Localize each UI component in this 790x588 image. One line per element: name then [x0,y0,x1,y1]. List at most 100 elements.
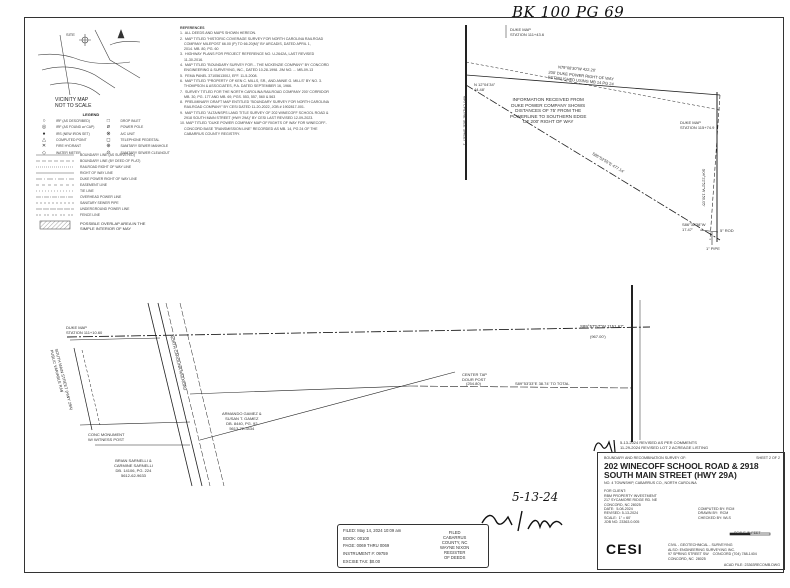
lower-distance-label: (254.80) [466,381,481,386]
reference-line: 4. MAP TITLED "BOUNDARY SURVEY FOR... TH… [180,63,329,68]
matchline-label: MATCHLINE SEE SHEET 1 [462,95,468,146]
signature-date: 5-13-24 [512,490,559,504]
scale-label: SCALE IN FEET [734,531,761,535]
reference-line: ENGINEERING & SURVEYING, INC., DATED 10-… [180,68,314,73]
references-title: REFERENCES [180,26,205,30]
stamp-excise: EXCISE TAX: $0.00 [343,559,381,564]
legend-line-samples [36,154,74,230]
reference-line: 11-30-2016. [180,57,204,62]
signature-mark [481,510,563,532]
vicinity-map-label: VICINITY MAP NOT TO SCALE [55,97,92,109]
legend: LEGEND ○IRF (AS DESCRIBED)◎IRF (AS FOUND… [36,112,170,156]
acad-file: ACAD FILE: 23363RECOMB.DWG [723,562,780,567]
legend-item-label: IRF (AS DESCRIBED) [56,119,90,124]
legend-item-label: COMPUTED POINT [56,138,87,143]
legend-line-label: SANITARY SEWER PIPE [80,201,119,205]
reference-line: RAILROAD COMPANY" BY CESI DATED 11-20-20… [180,105,305,110]
survey-location: NO. 4 TOWNSHIP, CABARRUS CO., NORTH CARO… [604,481,697,485]
legend-item: △ COMPUTED POINT [36,137,94,143]
legend-symbol-icon: □ [106,118,110,125]
right-bearing-label: S04°22'52"W 150.05' [701,168,707,207]
north-arrow-icon [117,29,125,39]
legend-line-label: DUKE POWER RIGHT OF WAY LINE [80,177,137,181]
stamp-book: BOOK: 00100 [343,536,370,541]
owner-label-sarnelli: BRIAN SARNELLI & CARMINE SARNELLI DB. 14… [114,458,153,478]
legend-symbol-icon: ● [42,130,46,137]
legend-item-label: SANITARY SEWER MANHOLE [120,144,169,149]
legend-symbol-icon: ◻ [106,137,111,144]
survey-subtitle: BOUNDARY AND RECOMBINATION SURVEY OF: [604,456,687,460]
legend-symbol-icon: ⊗ [106,130,111,137]
legend-line-label: UNDERGROUND POWER LINE [80,207,130,211]
stamp-page: PAGE: 0069 THRU 0069 [343,543,390,548]
firm-logo: CESI [606,541,643,557]
scale-bar [729,532,771,536]
reference-line: 9. MAP TITLED "ALTA/NSPS LAND TITLE SURV… [180,110,329,115]
references-list: 1. ALL DEEDS AND MAPS SHOWN HEREON.2. MA… [180,31,329,137]
reference-line: 7. SURVEY TITLED FOR THE NORTH CAROLINA … [180,89,329,94]
legend-line-label: OVERHEAD POWER LINE [80,195,122,199]
legend-item: ✕FIRE HYDRANT [36,143,94,149]
client-label: FOR CLIENT: [604,489,626,493]
info-note: INFORMATION RECEIVED FROM DUKE POWER COM… [510,97,587,125]
client-address: RBM PROPERTY INVESTMENT 217 SYCAMORE RID… [604,494,658,507]
stamp-filed: FILED: May 14, 2024 10:09 am [343,528,402,533]
legend-symbol-icon: △ [42,137,46,144]
owner-label-gamez: ARMANDO GAMEZ & SUSAN T. GAMEZ DB. 8440,… [222,411,262,431]
reference-line: CONCORD BASE TRANSMISSION LINE" RECORDED… [180,126,318,131]
firm-address: ALSO: ENGINEERING SURVEYING INC. 97 SPRI… [668,548,757,561]
left-bearing-label: N 12°04'34" 44.48' [474,82,496,92]
legend-item-label: WATER METER [56,150,81,155]
reference-line: 5. FEMA PANEL 3710561300J, EFF. 11-5-200… [180,73,258,78]
drawing-sheet [24,17,784,573]
legend-item: ○ IRF (AS DESCRIBED) [36,118,94,124]
legend-item: ◎ IRF (AS FOUND w/ CAP) [36,124,95,131]
legend-item: □ DROP INLET [100,118,169,124]
legend-line-label: BOUNDARY LINE (BY DEED OF PLAT) [80,159,141,163]
legend-line-label: FENCE LINE [80,213,100,217]
reference-line: 2. MAP TITLED "HISTORIC COVERAGE SURVEY … [180,36,324,41]
duke-map-left-label: DUKE MAP STATION 111+10.60 [66,325,103,335]
revision-line-1: 5-13-2024 REVISED AS PER COMMENTS [620,440,697,445]
legend-column-symbols-a: ○ IRF (AS DESCRIBED) ◎ IRF (AS FOUND w/ CAP… [36,118,95,156]
reference-line: 2014. MB. 80, PG. 60 [180,47,219,52]
legend-line-label: RIGHT OF WAY LINE [80,171,113,175]
legend-symbol-icon: ⊙ [106,149,111,156]
initials-mark [593,439,616,453]
legend-symbol-icon: ◇ [42,149,46,156]
legend-item: ◇ WATER METER [36,149,94,156]
legend-item-label: POWER POLE [120,125,144,130]
reference-line: 2918 SOUTH MAIN STREET (HWY 29A)" BY CES… [180,116,314,121]
book-page-label: BK 100 PG 69 [512,3,625,21]
reference-line: COMPANY MILEPOST 66.00 (P) TO 66.20(M)" … [180,41,311,46]
vicinity-site-label: SITE [66,32,75,37]
reference-line: MB. 30, PG. 177 AND MB. 69, PGS. 553, 55… [180,94,276,99]
legend-hatch-note: POSSIBLE OVERLAP AREA IN THE SIMPLE INTE… [80,221,146,231]
duke-map-right-label: DUKE MAP STATION 115+74.9 [680,120,715,130]
legend-item-label: DROP INLET [120,119,141,124]
legend-symbol-icon: ⊕ [106,143,111,150]
legend-item: ● IRS (NEW IRON SET) [36,131,94,137]
legend-item-label: IRF (AS FOUND w/ CAP) [56,125,95,130]
reference-line: 10. MAP TITLED "DUKE POWER COMPANY MAP O… [180,121,327,126]
reference-line: 3. HIGHWAY PLANS FOR PROJECT REFERENCE N… [180,52,315,57]
survey-title-line-2: SOUTH MAIN STREET (HWY 29A) [604,470,737,480]
mid-distance-label: (967.00') [590,334,606,339]
legend-item: ⊕ SANITARY SEWER MANHOLE [100,143,169,149]
main-bearing-label: S89°57'57"W 1151.67' [580,324,624,329]
legend-item-label: TELEPHONE PEDESTAL [120,138,160,143]
center-tap-label: CENTER TAP DOUR POST [462,372,487,382]
corner-bearing-label: S86°32'38"W 17.47' [682,222,706,232]
legend-line-list: BOUNDARY LINE (AS SURVEYED)BOUNDARY LINE… [80,152,140,218]
sheet-number: SHEET 2 OF 2 [756,456,780,460]
pipe-label: 1" PIPE [706,246,720,251]
conc-monument-label: CONC MONUMENT W/ WITNESS POST [88,432,125,442]
lower-bearing-label: S89°53'33"E 38.74' TO TOTAL [515,381,570,386]
reference-line: 1. ALL DEEDS AND MAPS SHOWN HEREON. [180,31,257,36]
legend-item-label: IRS (NEW IRON SET) [56,131,90,136]
legend-item-label: FIRE HYDRANT [56,144,82,149]
legend-symbol-icon: ○ [42,118,46,125]
legend-symbol-icon: ◎ [41,124,47,131]
